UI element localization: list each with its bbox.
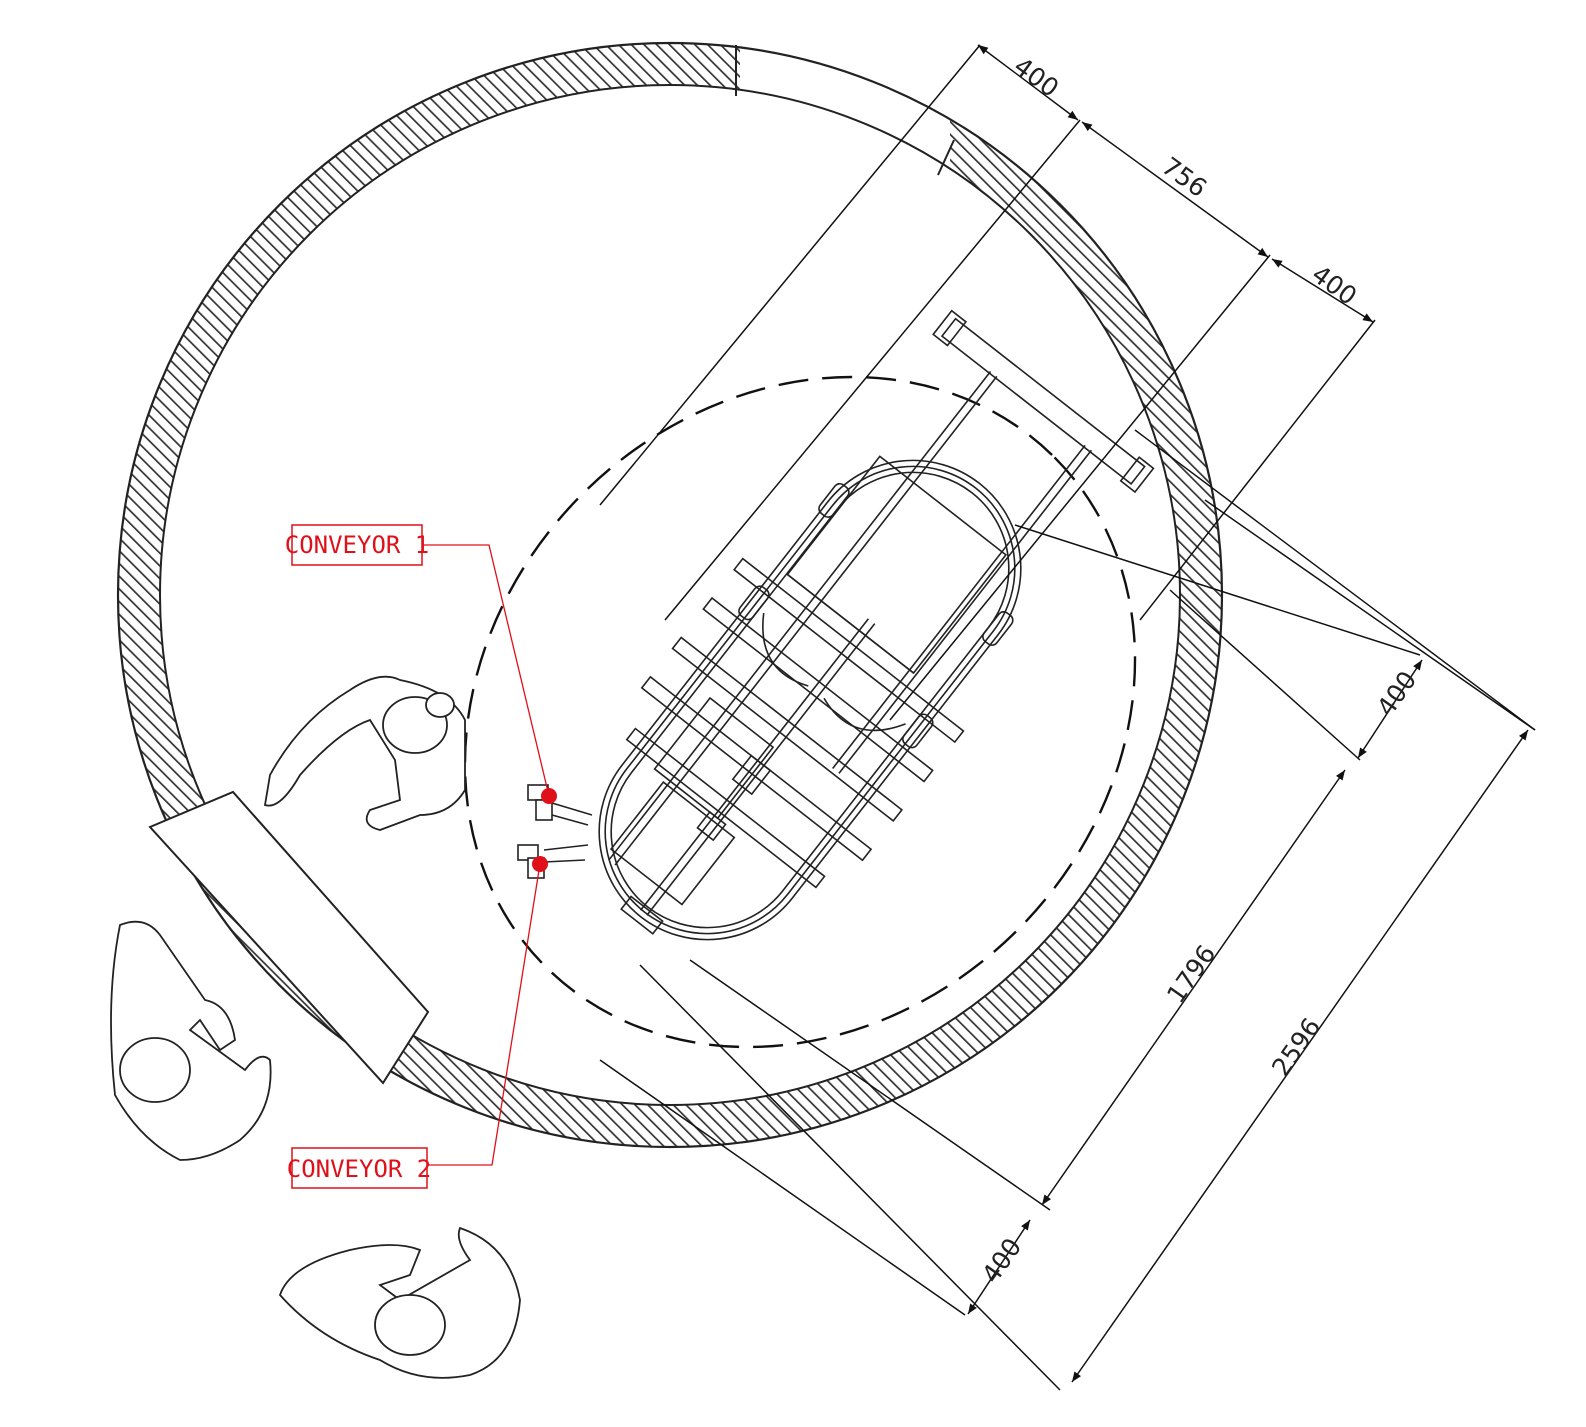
operator-console bbox=[148, 790, 430, 1085]
person-icon-3 bbox=[278, 1226, 521, 1379]
person-icon-1 bbox=[263, 675, 466, 831]
conveyor-1-label-box bbox=[291, 524, 423, 566]
conveyor-2-unit bbox=[517, 844, 589, 879]
conveyor-1-callout: CONVEYOR 1 bbox=[285, 524, 550, 797]
conveyor-2-label-box bbox=[291, 1147, 428, 1189]
person-icon-2 bbox=[110, 920, 272, 1161]
dimension-lines-top bbox=[599, 44, 1376, 721]
wall-hatch bbox=[118, 43, 1222, 1147]
top-crossbar bbox=[940, 317, 1146, 486]
conveyor-1-label: CONVEYOR 1 bbox=[285, 531, 430, 559]
conveyor-2-label: CONVEYOR 2 bbox=[287, 1155, 432, 1183]
dim-top-left: 400 bbox=[1008, 51, 1064, 103]
wall-opening bbox=[740, 43, 950, 190]
conveyor-2-callout: CONVEYOR 2 bbox=[287, 863, 541, 1189]
rotating-chair-assembly bbox=[598, 309, 1155, 941]
dim-right-small: 400 bbox=[1371, 666, 1422, 722]
dim-bottom-small: 400 bbox=[976, 1233, 1027, 1289]
rotation-envelope bbox=[463, 375, 1137, 1049]
dim-top-right: 400 bbox=[1306, 259, 1362, 311]
conveyor-1-leader bbox=[422, 544, 550, 797]
lower-box-1 bbox=[653, 696, 775, 820]
lower-box-2 bbox=[609, 781, 736, 906]
dim-top-middle: 756 bbox=[1156, 151, 1212, 203]
enclosure-wall bbox=[116, 41, 1224, 1149]
dimension-lines-right bbox=[599, 429, 1536, 1391]
dim-middle-long: 1796 bbox=[1161, 940, 1221, 1009]
dim-overall: 2596 bbox=[1266, 1013, 1326, 1082]
seat-block bbox=[786, 455, 1008, 675]
conveyor-2-leader bbox=[427, 863, 541, 1166]
conveyor-1-unit bbox=[527, 784, 593, 826]
racetrack-outer bbox=[598, 459, 1022, 941]
